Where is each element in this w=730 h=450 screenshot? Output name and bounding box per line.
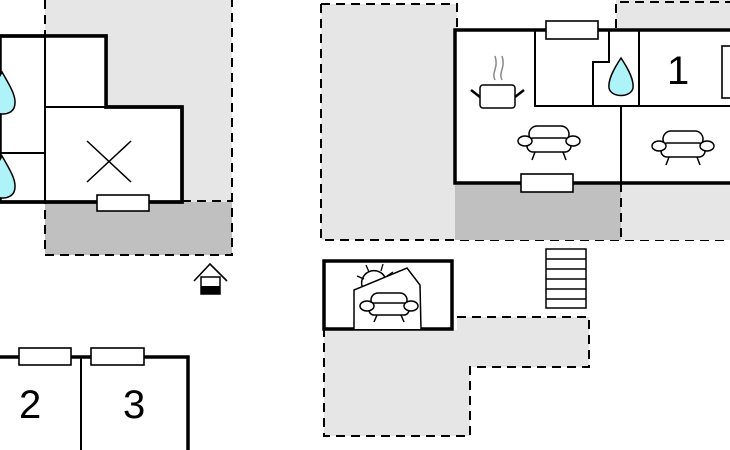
stairs-icon (545, 248, 587, 309)
window (18, 347, 72, 366)
sofa-icon (651, 130, 715, 166)
wall-divider (534, 30, 639, 107)
water-drop-icon (0, 70, 16, 115)
room-label-1: 1 (667, 49, 689, 93)
water-drop-icon (0, 154, 16, 199)
kitchen-pot-icon (470, 55, 525, 109)
water-drop-icon (608, 56, 634, 97)
wall-divider (638, 30, 730, 107)
wall-divider (592, 30, 610, 106)
terrace-lower-outline (323, 316, 590, 437)
window (721, 45, 730, 99)
terrace-right-outline (615, 1, 730, 28)
room-label-2: 2 (19, 383, 41, 427)
entrance-icon (193, 262, 228, 295)
window (520, 173, 574, 193)
room-label-3: 3 (123, 383, 145, 427)
room-left-small (44, 35, 107, 108)
sunroom-icon (353, 263, 422, 330)
terrace-lower-fill (324, 317, 589, 436)
window (96, 194, 150, 212)
terrace-mid-outline (320, 3, 730, 241)
window (545, 20, 599, 40)
building-left-outline (0, 34, 184, 204)
sofa-icon (517, 125, 581, 161)
terrace-mid-light (321, 4, 457, 240)
cross-icon (86, 140, 132, 183)
window (90, 347, 145, 366)
